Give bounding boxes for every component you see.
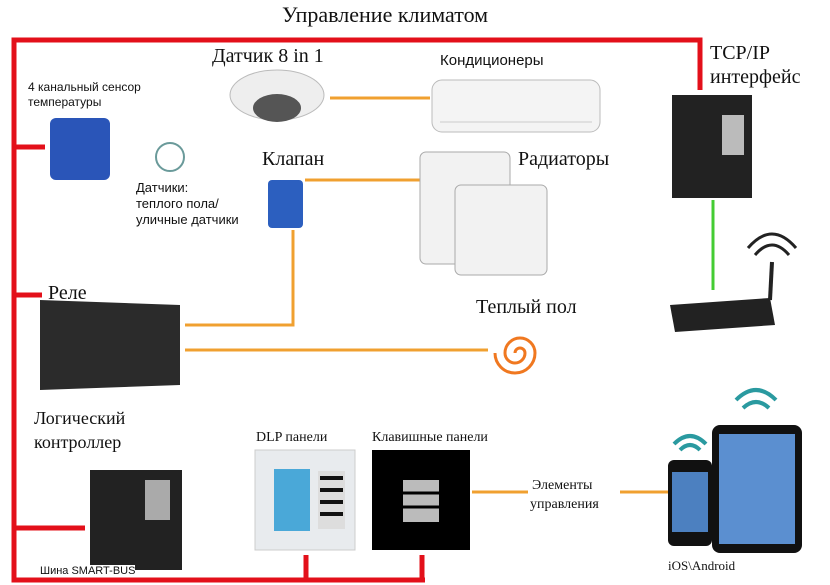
label-radiators: Радиаторы <box>518 148 610 170</box>
label-sensors-3: уличные датчики <box>136 212 239 227</box>
label-controls-1: Элементы <box>532 478 593 493</box>
sensor-8in1-image <box>229 69 325 122</box>
warm-floor-spiral <box>493 336 537 375</box>
diagram-title: Управление климатом <box>282 2 489 27</box>
label-sensors-1: Датчики: <box>136 180 189 195</box>
label-warm-floor: Теплый пол <box>476 296 577 318</box>
dlp-panel-image <box>254 449 356 551</box>
label-key-panels: Клавишные панели <box>372 430 488 445</box>
label-relay: Реле <box>48 282 87 304</box>
label-temp-sensor-2: температуры <box>28 95 102 109</box>
logic-controller-image <box>90 470 182 570</box>
router-image <box>670 232 798 332</box>
label-tcpip: TCP/IP <box>710 42 771 64</box>
label-mobile: iOS\Android <box>668 558 736 573</box>
label-tcpip-interface: интерфейс <box>710 66 801 88</box>
relay-image <box>40 300 180 390</box>
label-controls-2: управления <box>530 497 599 512</box>
label-logic-controller-2: контроллер <box>34 432 122 452</box>
tcpip-module-image <box>672 95 752 198</box>
label-smart-bus: Шина SMART-BUS <box>40 565 136 577</box>
temperature-sensor-image <box>50 118 110 180</box>
label-dlp-panels: DLP панели <box>256 430 328 445</box>
label-sensor-8in1: Датчик 8 in 1 <box>212 45 324 67</box>
probe-sensor-image <box>155 142 185 172</box>
key-panel-image <box>372 450 470 550</box>
label-air-conditioners: Кондиционеры <box>440 52 544 69</box>
label-valve: Клапан <box>262 148 325 170</box>
orange-links <box>185 96 668 494</box>
label-temp-sensor-1: 4 канальный сенсор <box>28 80 141 94</box>
valve-image <box>268 180 303 228</box>
radiators-image <box>419 151 548 276</box>
mobile-devices-image <box>668 388 802 553</box>
smart-bus-lines <box>11 37 703 583</box>
air-conditioner-image <box>431 79 601 133</box>
label-logic-controller-1: Логический <box>34 408 126 428</box>
label-sensors-2: теплого пола/ <box>136 196 219 211</box>
